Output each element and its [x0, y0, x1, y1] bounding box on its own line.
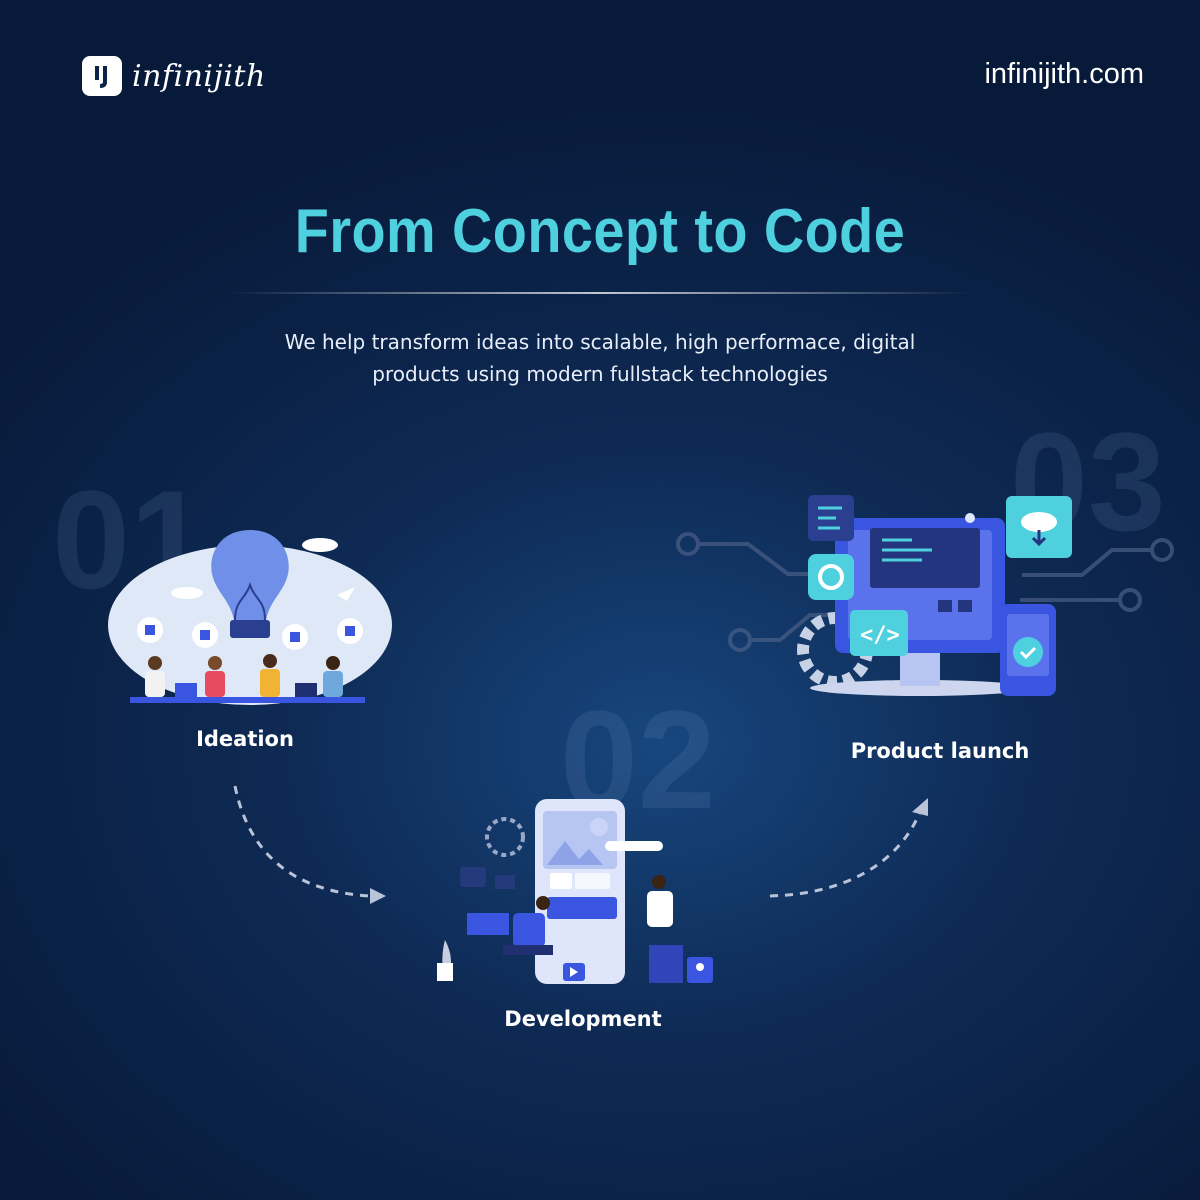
- subtitle-line-2: products using modern fullstack technolo…: [372, 362, 828, 386]
- flow-arrow-1-icon: [233, 785, 386, 904]
- title-divider: [230, 292, 970, 294]
- subtitle-line-1: We help transform ideas into scalable, h…: [284, 330, 916, 354]
- flow-arrow-2-icon: [769, 798, 928, 898]
- step-label-development: Development: [504, 1007, 662, 1031]
- logo-mark-icon: [82, 56, 122, 96]
- lightbulb-team-illustration: [108, 530, 392, 705]
- website-link[interactable]: infinijith.com: [984, 58, 1144, 90]
- page-subtitle: We help transform ideas into scalable, h…: [200, 326, 1000, 390]
- computer-launch-illustration: </>: [676, 495, 1174, 696]
- svg-text:</>: </>: [860, 623, 900, 648]
- brand-name: infinijith: [132, 58, 266, 94]
- page-title: From Concept to Code: [294, 197, 906, 266]
- brand-logo: infinijith: [82, 56, 266, 96]
- step-label-ideation: Ideation: [196, 727, 294, 751]
- step-label-product-launch: Product launch: [850, 739, 1030, 763]
- mobile-app-development-illustration: [437, 799, 713, 984]
